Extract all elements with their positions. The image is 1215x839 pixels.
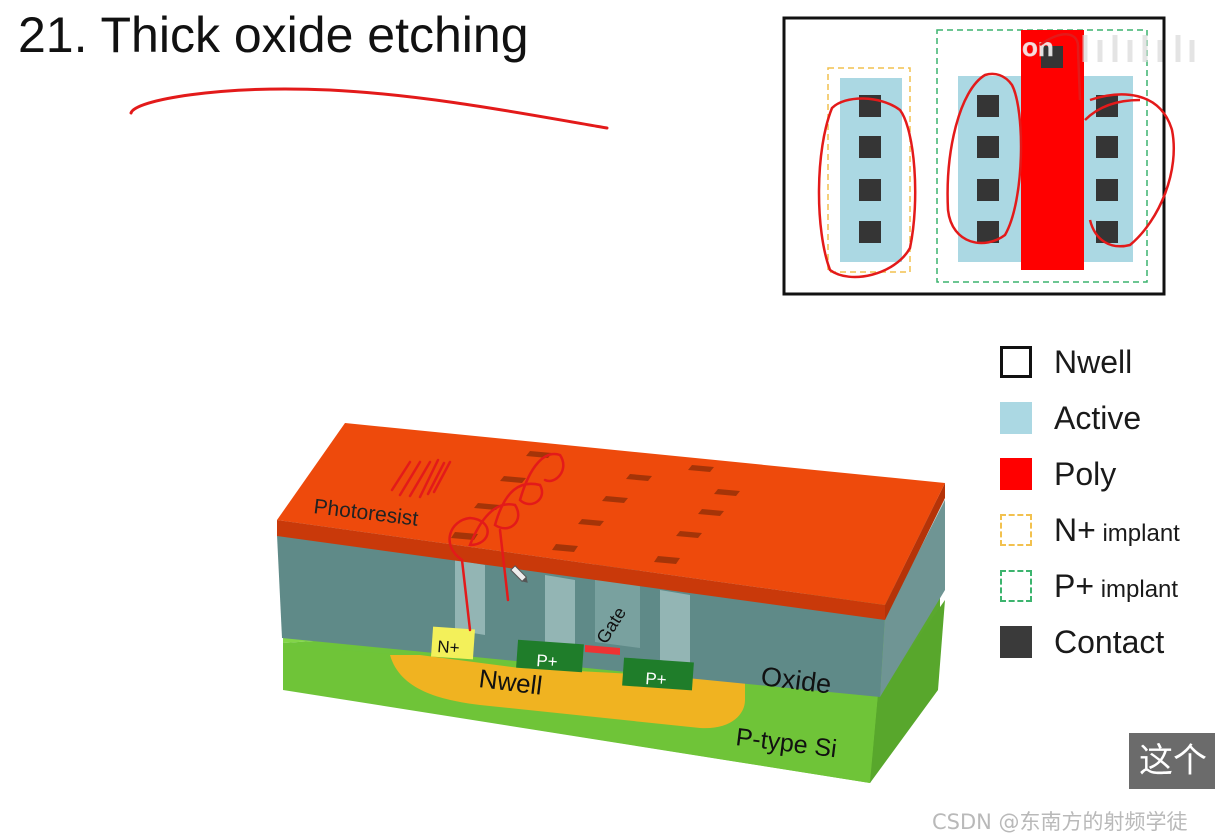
contact: [977, 179, 999, 201]
legend-label: Nwell: [1054, 344, 1132, 381]
contact-opening: [676, 531, 702, 538]
video-logo-icon: [1082, 35, 1195, 62]
gate-poly: [585, 645, 620, 655]
subtitle-caption: 这个: [1129, 733, 1215, 789]
pplus-left-label: P+: [536, 651, 559, 671]
etch-opening: [455, 560, 485, 635]
contact-opening: [654, 556, 680, 564]
legend-label: P+ implant: [1054, 568, 1178, 605]
layout-annotation-poly: [1039, 33, 1082, 101]
substrate-right-face: [870, 600, 945, 783]
legend-label-main: Nwell: [1054, 344, 1133, 380]
legend-label-suffix: implant: [1094, 576, 1179, 603]
legend-label-main: Poly: [1054, 456, 1117, 492]
layout-view: on: [782, 16, 1195, 296]
pplus-region-left: [516, 639, 584, 673]
slide-title: 21. Thick oxide etching: [18, 7, 529, 63]
layout-annotation-middle: [946, 72, 1023, 245]
legend-swatch: [1000, 570, 1032, 602]
legend-swatch: [1000, 346, 1032, 378]
cross-section-annotations: [390, 452, 565, 632]
nwell-region: [390, 655, 745, 729]
line-annotation: [498, 528, 510, 602]
photoresist-front: [277, 520, 885, 620]
contact: [859, 136, 881, 158]
legend-label: Active: [1054, 400, 1141, 437]
oxide-right: [880, 500, 945, 697]
loop-annotation: [448, 452, 565, 632]
nplus-implant-region: [827, 67, 911, 273]
contact-opening: [578, 519, 604, 526]
legend-item-poly: Poly: [1000, 452, 1215, 496]
contact-opening: [500, 476, 526, 483]
oxide-front: [277, 535, 885, 697]
legend-label: Poly: [1054, 456, 1116, 493]
pplus-right-label: P+: [645, 669, 668, 689]
contact-opening: [714, 489, 740, 496]
legend-label: N+ implant: [1054, 512, 1180, 549]
contact: [977, 136, 999, 158]
contact: [1096, 221, 1118, 243]
legend-label-main: N+: [1054, 512, 1096, 548]
photoresist-right: [885, 483, 945, 620]
legend-label: Contact: [1054, 624, 1164, 661]
etch-opening: [545, 575, 575, 650]
contact-opening: [688, 465, 714, 472]
contact: [1096, 136, 1118, 158]
title-underline-annotation: [129, 87, 609, 130]
legend-item-n: N+ implant: [1000, 508, 1215, 552]
contact-opening: [626, 474, 652, 481]
legend-item-nwell: Nwell: [1000, 340, 1215, 384]
layout-annotation-right: [1084, 93, 1175, 248]
legend-item-contact: Contact: [1000, 620, 1215, 664]
legend-swatch: [1000, 626, 1032, 658]
contact: [977, 221, 999, 243]
etch-opening: [660, 590, 690, 665]
layout-annotation-left: [817, 97, 917, 279]
contact: [1041, 46, 1063, 68]
legend-label-main: P+: [1054, 568, 1095, 604]
contact: [859, 179, 881, 201]
hatch-annotation: [390, 458, 452, 499]
legend-item-p: P+ implant: [1000, 564, 1215, 608]
pencil-icon: [510, 565, 528, 583]
contact-opening: [552, 544, 578, 552]
watermark: CSDN @东南方的射频学徒: [932, 810, 1188, 834]
nplus-region: [431, 626, 475, 660]
contact: [859, 221, 881, 243]
legend-label-suffix: implant: [1095, 520, 1180, 547]
legend-item-active: Active: [1000, 396, 1215, 440]
contacts: [859, 46, 1118, 243]
photoresist-top: [277, 423, 945, 605]
nplus-label: N+: [437, 637, 461, 658]
pplus-region-right: [622, 657, 694, 691]
legend-swatch: [1000, 514, 1032, 546]
cross-section-3d: Photoresist Oxide P-type Si Nwell N+ P+ …: [277, 423, 945, 783]
legend-label-main: Contact: [1054, 624, 1165, 660]
contact-opening: [602, 496, 628, 503]
contact: [977, 95, 999, 117]
contact: [1096, 179, 1118, 201]
contact-opening: [698, 509, 724, 516]
contact-opening: [451, 532, 478, 540]
legend-label-main: Active: [1054, 400, 1142, 436]
legend-swatch: [1000, 458, 1032, 490]
poly-gate: [1021, 30, 1084, 270]
legend-swatch: [1000, 402, 1032, 434]
video-logo-text: on: [1022, 32, 1054, 62]
